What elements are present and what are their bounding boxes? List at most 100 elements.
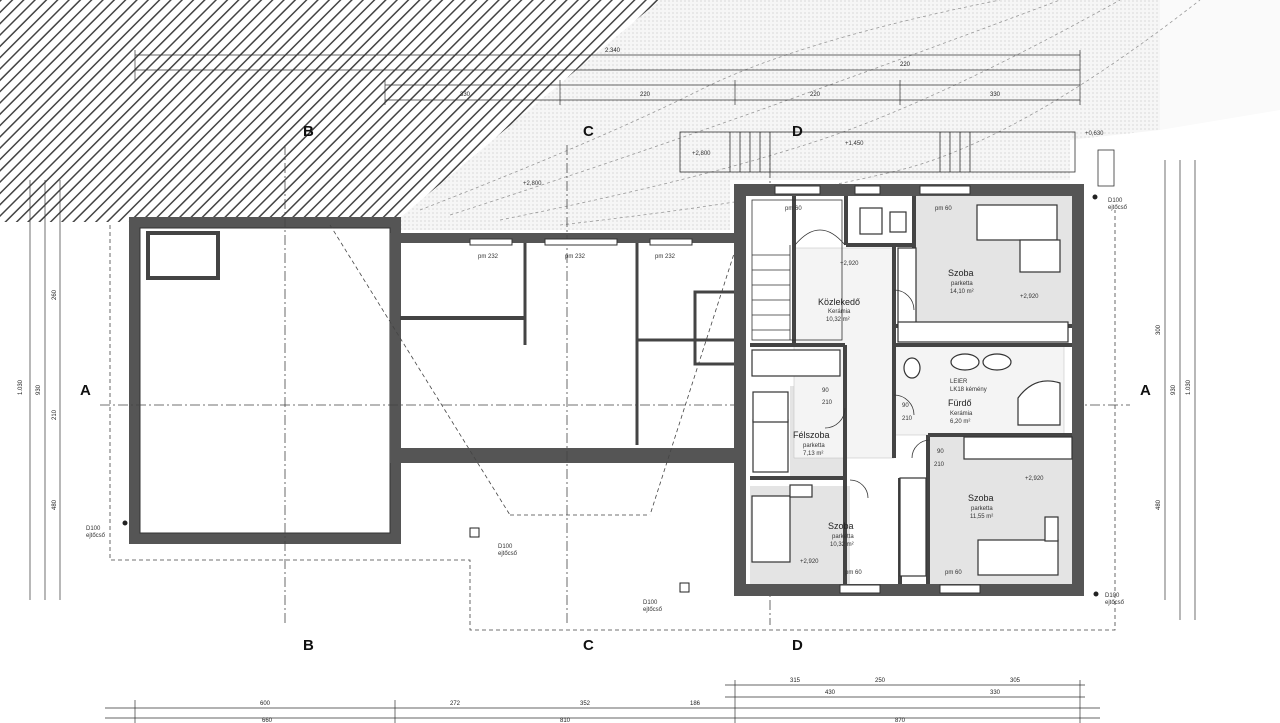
room-name-felszoba: Félszoba <box>793 430 830 440</box>
room-note2-furdo: LK18 kémény <box>950 387 987 393</box>
level-mark-2: +2,800 <box>692 151 711 157</box>
room-name-szoba-se: Szoba <box>968 493 994 503</box>
drain-sub-4: ejtőcső <box>1108 205 1128 211</box>
axis-label-d-top: D <box>792 123 803 140</box>
dim-bottom8: 315 <box>790 678 801 684</box>
side-dimension-chains <box>29 160 1196 620</box>
room-floor-kozlekedo: Kerámia <box>828 309 851 315</box>
dim-top6: 330 <box>990 92 1001 98</box>
room-name-kozlekedo: Közlekedő <box>818 297 860 307</box>
dim-bottom10: 305 <box>1010 678 1021 684</box>
door-label-w3: 90 <box>937 449 944 455</box>
room-floor-felszoba: parketta <box>803 443 825 449</box>
dim-top1: 2.340 <box>605 48 621 54</box>
roof-hatch-area <box>0 0 660 222</box>
room-floor-szoba-ne: parketta <box>951 281 973 287</box>
dim-bottom2: 810 <box>560 718 571 723</box>
window-markers <box>469 185 981 594</box>
drain-sub-3: ejtőcső <box>643 607 663 613</box>
drain-label-1: D100 <box>86 526 101 532</box>
room-area-szoba-ne: 14,10 m² <box>950 289 974 295</box>
axis-label-a-left: A <box>80 382 91 399</box>
room-level-szoba-sw: +2,920 <box>800 559 819 565</box>
level-mark-3: +1,450 <box>845 141 864 147</box>
room-floor-szoba-sw: parketta <box>832 534 854 540</box>
window-label-7: pm 60 <box>945 570 962 576</box>
slope-right-area <box>1160 0 1280 130</box>
dim-top3: 220 <box>640 92 651 98</box>
room-floor-furdo: Kerámia <box>950 411 973 417</box>
dim-bottom5: 272 <box>450 701 461 707</box>
window-label-1: pm 232 <box>478 254 499 260</box>
dim-bottom12: 330 <box>990 690 1001 696</box>
dim-left3: 260 <box>52 289 58 300</box>
axis-label-b-bottom: B <box>303 637 314 654</box>
drain-sub-2: ejtőcső <box>498 551 518 557</box>
bottom-dimension-chains <box>105 680 1100 723</box>
dim-bottom3: 870 <box>895 718 906 723</box>
dim-right2: 930 <box>1171 384 1177 395</box>
door-label-w2: 90 <box>902 403 909 409</box>
dim-top2: 330 <box>460 92 471 98</box>
axis-label-c-top: C <box>583 123 594 140</box>
dim-left4: 210 <box>52 409 58 420</box>
room-area-felszoba: 7,13 m² <box>803 451 823 457</box>
furniture <box>751 204 1073 577</box>
drain-markers <box>122 194 1099 597</box>
dim-left5: 480 <box>52 499 58 510</box>
dim-bottom1: 660 <box>262 718 273 723</box>
room-area-szoba-se: 11,55 m² <box>970 514 993 520</box>
middle-building-walls <box>390 233 745 463</box>
room-area-furdo: 6,20 m² <box>950 419 970 425</box>
dashed-outline <box>109 210 1116 631</box>
dim-right4: 480 <box>1156 499 1162 510</box>
dim-bottom7: 186 <box>690 701 701 707</box>
dim-bottom9: 250 <box>875 678 886 684</box>
room-name-szoba-sw: Szoba <box>828 521 854 531</box>
dim-right3: 300 <box>1156 324 1162 335</box>
door-label-h1: 210 <box>822 400 833 406</box>
dim-left1: 1.030 <box>18 379 24 395</box>
staircase <box>751 199 846 341</box>
window-label-3: pm 232 <box>655 254 676 260</box>
room-area-kozlekedo: 10,32 m² <box>826 317 850 323</box>
axis-label-a-right: A <box>1140 382 1151 399</box>
terrace-stairs <box>679 131 1115 187</box>
drain-label-3: D100 <box>643 600 658 606</box>
room-note-furdo: LEIER <box>950 379 968 385</box>
drain-sub-5: ejtőcső <box>1105 600 1125 606</box>
dim-right1: 1.030 <box>1186 379 1192 395</box>
room-level-szoba-se: +2,920 <box>1025 476 1044 482</box>
axis-label-b-top: B <box>303 123 314 140</box>
top-dimension-chains <box>134 50 1081 105</box>
room-name-furdo: Fürdő <box>948 398 972 408</box>
dim-left2: 930 <box>36 384 42 395</box>
dim-bottom4: 600 <box>260 701 271 707</box>
window-label-2: pm 232 <box>565 254 586 260</box>
dim-top5: 220 <box>900 62 911 68</box>
drain-sub-1: ejtőcső <box>86 533 106 539</box>
axis-label-c-bottom: C <box>583 637 594 654</box>
contour-lines <box>419 0 1201 226</box>
room-area-szoba-sw: 10,32 m² <box>830 542 854 548</box>
window-label-6: pm 60 <box>845 570 862 576</box>
room-level-szoba-ne: +2,920 <box>1020 294 1039 300</box>
left-building-walls <box>129 217 401 544</box>
window-label-4: pm 60 <box>785 206 802 212</box>
terrace-dotted-area <box>390 0 1160 230</box>
drain-label-5: D100 <box>1105 593 1120 599</box>
drain-label-4: D100 <box>1108 198 1123 204</box>
window-label-5: pm 60 <box>935 206 952 212</box>
room-name-szoba-ne: Szoba <box>948 268 974 278</box>
level-mark-1: +2,800 <box>523 181 542 187</box>
door-label-h3: 210 <box>934 462 945 468</box>
dim-top4: 220 <box>810 92 821 98</box>
drain-label-2: D100 <box>498 544 513 550</box>
door-label-h2: 210 <box>902 416 913 422</box>
door-swings <box>824 289 931 499</box>
door-label-w1: 90 <box>822 388 829 394</box>
room-floor-szoba-se: parketta <box>971 506 993 512</box>
level-mark-5: +2,920 <box>840 261 859 267</box>
axis-label-d-bottom: D <box>792 637 803 654</box>
